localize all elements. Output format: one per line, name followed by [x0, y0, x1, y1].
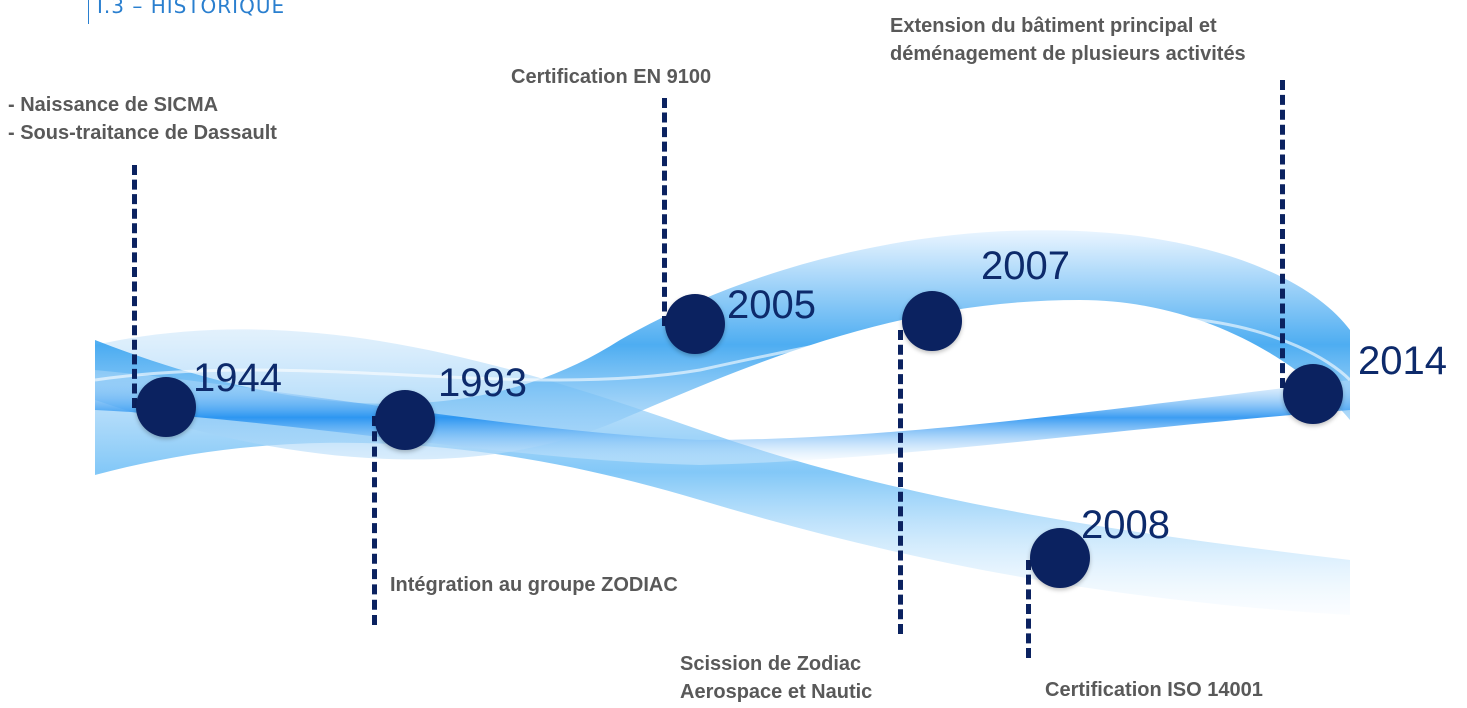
event-line: - Sous-traitance de Dassault: [8, 122, 277, 144]
ribbon-band-middle: [95, 370, 1350, 465]
connector-line-2008: [1026, 560, 1031, 658]
event-line: Certification ISO 14001: [1045, 679, 1263, 701]
timeline-marker-1993: [375, 390, 435, 450]
connector-line-2005: [662, 98, 667, 326]
event-line: Intégration au groupe ZODIAC: [390, 574, 678, 596]
year-label-2007: 2007: [981, 244, 1070, 288]
timeline-marker-2007: [902, 291, 962, 351]
year-label-2005: 2005: [727, 283, 816, 327]
year-label-1944: 1944: [193, 356, 282, 400]
timeline-marker-2008: [1030, 528, 1090, 588]
section-title: I.3 – HISTORIQUE: [88, 0, 285, 24]
year-label-2008: 2008: [1081, 503, 1170, 547]
year-label-1993: 1993: [438, 361, 527, 405]
event-line: Aerospace et Nautic: [680, 681, 873, 703]
connector-line-1944: [132, 165, 137, 408]
timeline-marker-1944: [136, 377, 196, 437]
event-label-2007: Scission de Zodiac Aerospace et Nautic: [680, 650, 872, 706]
event-label-2014: Extension du bâtiment principal et démén…: [890, 12, 1246, 68]
ribbon-highlight: [94, 312, 1352, 382]
event-label-2005: Certification EN 9100: [511, 63, 711, 91]
ribbon-band-upper: [95, 230, 1350, 460]
connector-line-1993: [372, 416, 377, 625]
event-line: - Naissance de SICMA: [8, 94, 219, 116]
year-label-2014: 2014: [1358, 339, 1447, 383]
event-line: Extension du bâtiment principal et: [890, 15, 1217, 37]
connector-line-2014: [1280, 80, 1285, 388]
timeline-marker-2014: [1283, 364, 1343, 424]
event-line: Certification EN 9100: [511, 66, 712, 88]
timeline-marker-2005: [665, 294, 725, 354]
event-label-2008: Certification ISO 14001: [1045, 676, 1263, 704]
event-line: déménagement de plusieurs activités: [890, 43, 1246, 65]
connector-line-2007: [898, 330, 903, 634]
event-label-1993: Intégration au groupe ZODIAC: [390, 571, 678, 599]
event-label-1944: - Naissance de SICMA - Sous-traitance de…: [8, 91, 277, 147]
event-line: Scission de Zodiac: [680, 653, 862, 675]
